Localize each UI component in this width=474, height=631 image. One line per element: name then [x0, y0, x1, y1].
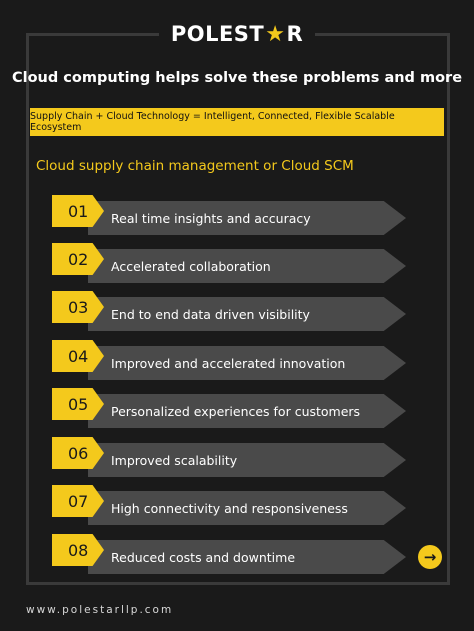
list-item: 06 Improved scalability: [52, 437, 406, 477]
page-headline: Cloud computing helps solve these proble…: [11, 70, 463, 86]
item-number-badge: 05: [52, 388, 104, 420]
list-item: 07 High connectivity and responsiveness: [52, 485, 406, 525]
arrow-right-icon[interactable]: →: [418, 545, 442, 569]
footer-website[interactable]: www.polestarllp.com: [26, 604, 174, 616]
item-bar: [88, 249, 406, 283]
item-bar: [88, 394, 406, 428]
item-number-badge: 04: [52, 340, 104, 372]
list-item: 01 Real time insights and accuracy: [52, 195, 406, 235]
item-number-badge: 03: [52, 291, 104, 323]
section-subheading: Cloud supply chain management or Cloud S…: [36, 158, 354, 174]
list-item: 05 Personalized experiences for customer…: [52, 388, 406, 428]
list-item: 04 Improved and accelerated innovation: [52, 340, 406, 380]
item-label: Accelerated collaboration: [111, 258, 271, 274]
item-number-badge: 07: [52, 485, 104, 517]
logo-text-end: R: [286, 22, 304, 46]
item-bar: [88, 297, 406, 331]
item-number-badge: 08: [52, 534, 104, 566]
list-item: 02 Accelerated collaboration: [52, 243, 406, 283]
item-number-badge: 02: [52, 243, 104, 275]
item-label: Improved and accelerated innovation: [111, 355, 346, 371]
item-bar: [88, 540, 406, 574]
item-label: End to end data driven visibility: [111, 306, 310, 322]
item-label: Improved scalability: [111, 452, 238, 468]
item-label: Personalized experiences for customers: [111, 403, 361, 419]
logo-area: POLEST ★ R: [0, 16, 474, 52]
item-bar: [88, 443, 406, 477]
item-number-badge: 06: [52, 437, 104, 469]
item-bar: [88, 491, 406, 525]
item-label: High connectivity and responsiveness: [111, 500, 348, 516]
item-bar: [88, 346, 406, 380]
polestar-logo: POLEST ★ R: [158, 21, 316, 47]
logo-text-start: POLEST: [170, 22, 265, 46]
equation-banner: Supply Chain + Cloud Technology = Intell…: [30, 108, 444, 136]
list-item: 03 End to end data driven visibility: [52, 291, 406, 331]
item-number-badge: 01: [52, 195, 104, 227]
star-icon: ★: [265, 21, 286, 47]
item-label: Real time insights and accuracy: [111, 210, 311, 226]
item-bar: [88, 201, 406, 235]
item-label: Reduced costs and downtime: [111, 549, 296, 565]
list-item: 08 Reduced costs and downtime: [52, 534, 406, 574]
